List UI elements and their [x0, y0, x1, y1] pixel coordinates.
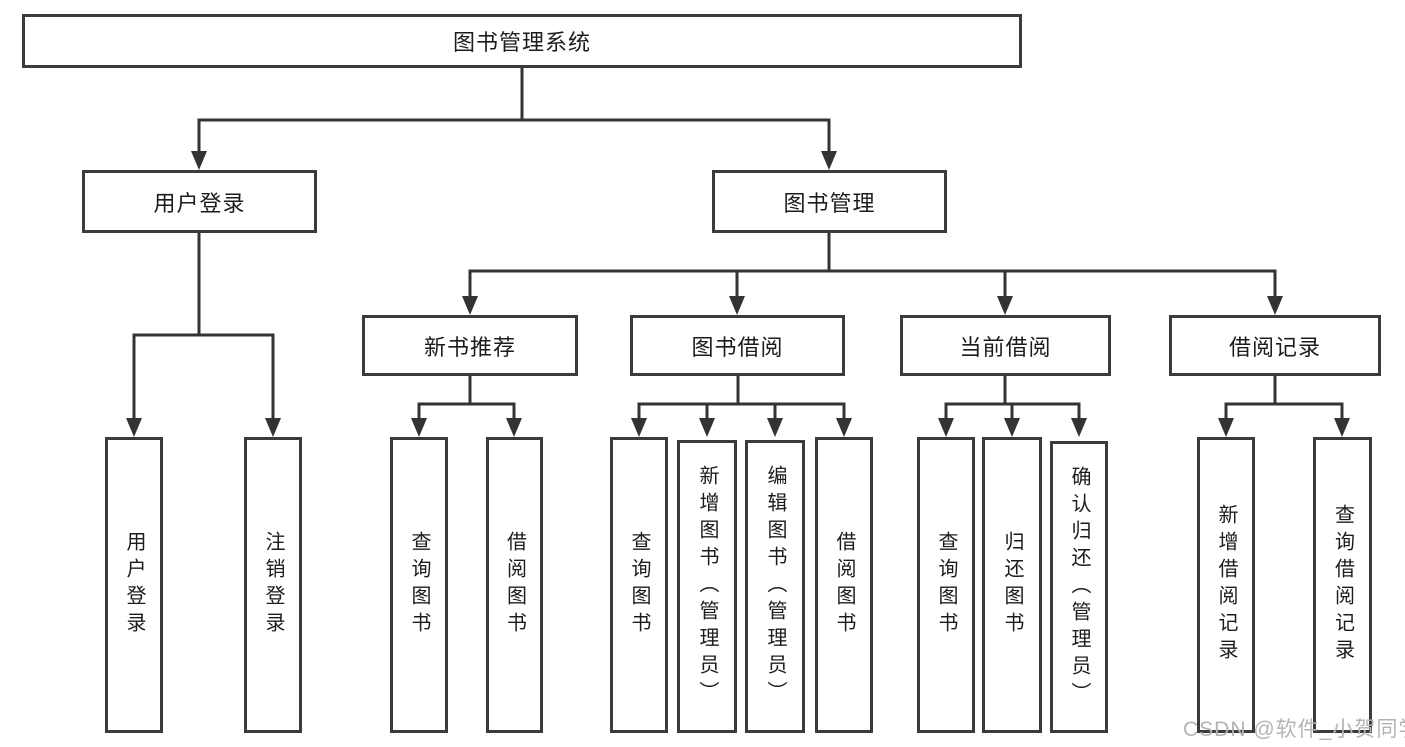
node-book-borrow: 图书借阅: [630, 315, 845, 376]
leaf-cb-return-books-label: 归还图书: [1001, 531, 1023, 639]
csdn-watermark: CSDN @软件_小贺同学: [1183, 718, 1405, 741]
leaf-nb-query-books: 查询图书: [390, 437, 448, 733]
node-book-management: 图书管理: [712, 170, 947, 233]
leaf-bb-add-books-admin-label: 新增图书（管理员）: [696, 465, 718, 708]
leaf-user-login-label: 用户登录: [123, 531, 145, 639]
leaf-user-login: 用户登录: [105, 437, 163, 733]
leaf-bb-edit-books-admin-label: 编辑图书（管理员）: [764, 465, 786, 708]
leaf-br-add-record-label: 新增借阅记录: [1215, 504, 1237, 666]
leaf-cb-confirm-return-admin-label: 确认归还（管理员）: [1068, 465, 1090, 709]
leaf-bb-edit-books-admin: 编辑图书（管理员）: [745, 440, 805, 733]
leaf-cb-return-books: 归还图书: [982, 437, 1042, 733]
leaf-nb-borrow-books: 借阅图书: [486, 437, 543, 733]
node-borrow-records-label: 借阅记录: [1228, 334, 1321, 360]
node-root: 图书管理系统: [22, 14, 1022, 68]
leaf-nb-query-books-label: 查询图书: [408, 531, 430, 639]
node-current-borrow-label: 当前借阅: [959, 334, 1052, 360]
leaf-bb-add-books-admin: 新增图书（管理员）: [677, 440, 737, 733]
leaf-br-add-record: 新增借阅记录: [1197, 437, 1255, 733]
node-user-login: 用户登录: [82, 170, 317, 233]
leaf-cb-query-books-label: 查询图书: [935, 531, 957, 639]
node-new-book-recommend: 新书推荐: [362, 315, 578, 376]
node-root-label: 图书管理系统: [452, 30, 591, 55]
node-book-borrow-label: 图书借阅: [691, 334, 784, 360]
node-new-book-recommend-label: 新书推荐: [423, 334, 516, 360]
leaf-bb-borrow-books: 借阅图书: [815, 437, 873, 733]
leaf-nb-borrow-books-label: 借阅图书: [503, 531, 526, 639]
leaf-br-query-record: 查询借阅记录: [1313, 437, 1372, 733]
leaf-cb-confirm-return-admin: 确认归还（管理员）: [1050, 441, 1108, 733]
leaf-bb-query-books-label: 查询图书: [628, 531, 650, 639]
leaf-bb-borrow-books-label: 借阅图书: [833, 531, 855, 639]
node-book-management-label: 图书管理: [783, 190, 876, 216]
leaf-logout: 注销登录: [244, 437, 302, 733]
node-borrow-records: 借阅记录: [1169, 315, 1381, 376]
leaf-bb-query-books: 查询图书: [610, 437, 668, 733]
leaf-br-query-record-label: 查询借阅记录: [1331, 504, 1354, 666]
node-user-login-label: 用户登录: [153, 190, 246, 216]
node-current-borrow: 当前借阅: [900, 315, 1111, 376]
leaf-cb-query-books: 查询图书: [917, 437, 975, 733]
leaf-logout-label: 注销登录: [262, 531, 284, 639]
